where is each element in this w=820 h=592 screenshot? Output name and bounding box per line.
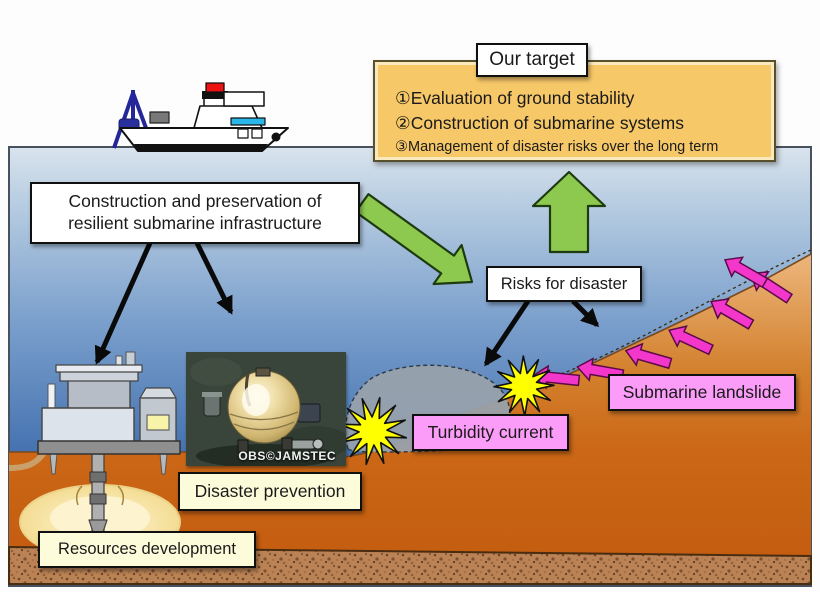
our-target-label: Our target (489, 49, 575, 71)
ship-crane (112, 90, 148, 149)
submarine-landslide-box: Submarine landslide (608, 374, 796, 411)
goal-1: ①Evaluation of ground stability (395, 88, 635, 108)
risks-label: Risks for disaster (500, 274, 628, 293)
turbidity-current-box: Turbidity current (412, 414, 569, 451)
resources-development-label: Resources development (58, 540, 236, 559)
risks-box: Risks for disaster (486, 266, 642, 302)
submarine-landslide-label: Submarine landslide (622, 381, 782, 402)
resources-development-box: Resources development (38, 531, 256, 568)
our-target-box: Our target (476, 43, 588, 77)
obs-photo: OBS©JAMSTEC (186, 352, 346, 466)
disaster-prevention-box: Disaster prevention (178, 472, 362, 511)
infrastructure-label: Construction and preservation of resilie… (68, 191, 322, 233)
target-goals-panel: ①Evaluation of ground stability ②Constru… (373, 60, 776, 162)
turbidity-current-label: Turbidity current (427, 421, 554, 442)
ship-icon (112, 82, 289, 152)
disaster-prevention-label: Disaster prevention (194, 480, 346, 501)
goal-2: ②Construction of submarine systems (395, 113, 684, 133)
infrastructure-box: Construction and preservation of resilie… (30, 182, 360, 244)
goal-3: ③Management of disaster risks over the l… (395, 139, 719, 155)
photo-caption: OBS©JAMSTEC (238, 449, 336, 463)
